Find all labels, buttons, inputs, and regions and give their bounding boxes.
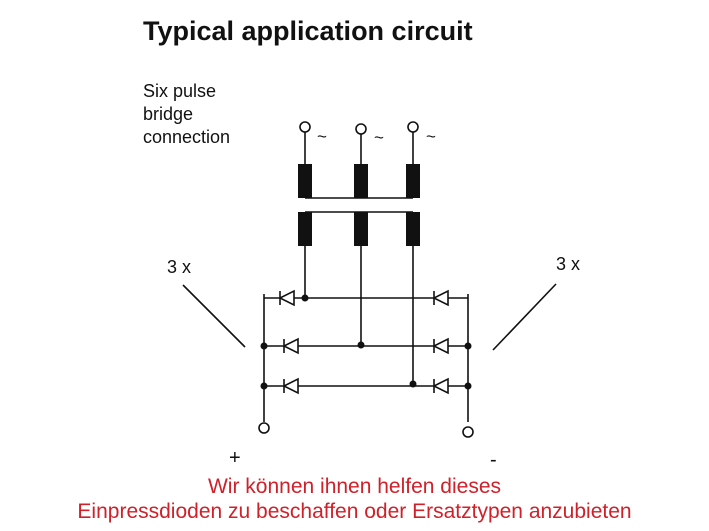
- ac-symbol-2: ~: [374, 128, 384, 147]
- connection-label-line-1: Six pulse: [143, 81, 217, 101]
- right-leader-line: [492, 283, 557, 351]
- negative-terminal-label: -: [490, 449, 497, 471]
- note-line-2: Einpressdioden zu beschaffen oder Ersatz…: [77, 500, 632, 523]
- ac-terminal-1: [299, 121, 311, 133]
- ac-input-terminals: [299, 121, 419, 164]
- ac-terminal-2: [355, 123, 367, 135]
- connection-label-line-2: bridge: [143, 104, 194, 124]
- secondary-winding-3: [406, 212, 420, 246]
- diode-upper-left: [278, 289, 295, 307]
- connection-type-label: Six pulse bridge connection: [143, 80, 230, 149]
- negative-output-terminal: [462, 426, 474, 438]
- ac-symbols: ~ ~ ~: [317, 127, 436, 147]
- transformer: [298, 164, 420, 246]
- right-diode-quantity-label: 3 x: [556, 254, 581, 274]
- positive-terminal-label: +: [229, 447, 241, 469]
- junction-dots: [260, 294, 472, 390]
- secondary-winding-2: [354, 212, 368, 246]
- positive-output-terminal: [258, 422, 270, 434]
- page-title: Typical application circuit: [143, 16, 473, 46]
- diode-middle-right: [432, 337, 449, 355]
- diode-lower-left: [282, 377, 299, 395]
- left-diode-quantity-label: 3 x: [167, 257, 192, 277]
- diode-lower-right: [432, 377, 449, 395]
- primary-winding-2: [354, 164, 368, 198]
- ac-terminal-3: [407, 121, 419, 133]
- ac-symbol-1: ~: [317, 127, 327, 146]
- dc-rails: [263, 294, 469, 422]
- left-leader-line: [182, 284, 246, 348]
- primary-winding-1: [298, 164, 312, 198]
- primary-winding-3: [406, 164, 420, 198]
- dc-output-terminals: [258, 422, 474, 438]
- note-line-1: Wir können ihnen helfen dieses: [207, 475, 501, 498]
- ac-symbol-3: ~: [426, 127, 436, 146]
- phase-leads: [304, 246, 414, 384]
- diodes: [278, 289, 449, 395]
- quantity-leader-lines: [182, 283, 557, 351]
- secondary-winding-1: [298, 212, 312, 246]
- connection-label-line-3: connection: [143, 127, 231, 147]
- diode-upper-right: [432, 289, 449, 307]
- diode-middle-left: [282, 337, 299, 355]
